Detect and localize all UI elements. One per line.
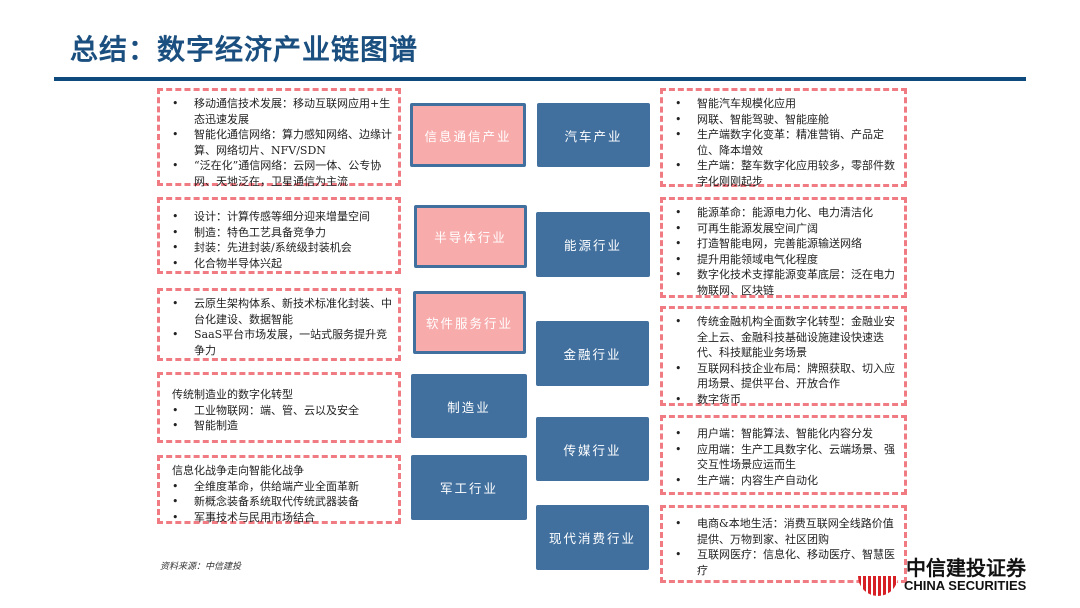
desc-box-finance: 传统金融机构全面数字化转型：金融业安全上云、金融科技基础设施建设快速迭代、科技赋…	[660, 306, 907, 408]
desc-box-consumer: 电商&本地生活：消费互联网全线路价值提供、万物到家、社区团购 互联网医疗：信息化…	[660, 505, 907, 583]
list-item: 全维度革命，供给端产业全面革新	[168, 479, 392, 495]
list-item: 提升用能领域电气化程度	[671, 252, 898, 268]
industry-military: 军工行业	[411, 455, 527, 520]
desc-box-media: 用户端：智能算法、智能化内容分发 应用端：生产工具数字化、云端场景、强交互性场景…	[660, 415, 907, 495]
list-item: 智能制造	[168, 418, 392, 434]
desc-box-automotive: 智能汽车规模化应用 网联、智能驾驶、智能座舱 生产端数字化变革：精准营销、产品定…	[660, 88, 907, 189]
desc-box-military: 信息化战争走向智能化战争 全维度革命，供给端产业全面革新 新概念装备系统取代传统…	[157, 455, 401, 526]
list-item: 数字货币	[671, 392, 898, 408]
list-item: 制造：特色工艺具备竞争力	[168, 225, 392, 241]
industry-semiconductor: 半导体行业	[414, 205, 527, 268]
list-item: 互联网科技企业布局：牌照获取、切入应用场景、提供平台、开放合作	[671, 361, 898, 392]
list-item: 封装：先进封装/系统级封装机会	[168, 240, 392, 256]
list-item: 可再生能源发展空间广阔	[671, 221, 898, 237]
logo-mark-icon	[858, 576, 898, 596]
list-item: 智能化通信网络：算力感知网络、边缘计算、网络切片、NFV/SDN	[168, 127, 392, 158]
list-item: 设计：计算传感等细分迎来增量空间	[168, 209, 392, 225]
industry-energy: 能源行业	[536, 212, 650, 277]
list-item: 移动通信技术发展：移动互联网应用+生态迅速发展	[168, 96, 392, 127]
list-item: 工业物联网：端、管、云以及安全	[168, 403, 392, 419]
list-item: 军事技术与民用市场结合	[168, 510, 392, 526]
box-heading: 信息化战争走向智能化战争	[172, 464, 304, 477]
industry-automotive: 汽车产业	[537, 103, 650, 167]
title-divider	[54, 77, 1026, 81]
industry-software: 软件服务行业	[413, 291, 526, 354]
list-item: 打造智能电网，完善能源输送网络	[671, 236, 898, 252]
list-item: 生产端：整车数字化应用较多，零部件数字化刚刚起步	[671, 158, 898, 189]
desc-box-manufacturing: 传统制造业的数字化转型 工业物联网：端、管、云以及安全 智能制造	[157, 372, 401, 443]
industry-media: 传媒行业	[536, 417, 649, 481]
list-item: 生产端：内容生产自动化	[671, 473, 898, 489]
list-item: 数字化技术支撑能源变革底层：泛在电力物联网、区块链	[671, 267, 898, 298]
desc-box-ict: 移动通信技术发展：移动互联网应用+生态迅速发展 智能化通信网络：算力感知网络、边…	[157, 88, 401, 189]
china-securities-logo: 中信建投证券 CHINA SECURITIES	[858, 552, 1038, 600]
list-item: 互联网医疗：信息化、移动医疗、智慧医疗	[671, 547, 898, 578]
box-heading: 传统制造业的数字化转型	[172, 388, 293, 401]
list-item: 智能汽车规模化应用	[671, 96, 898, 112]
logo-en-text: CHINA SECURITIES	[904, 578, 1027, 593]
list-item: 应用端：生产工具数字化、云端场景、强交互性场景应运而生	[671, 442, 898, 473]
list-item: 能源革命：能源电力化、电力清洁化	[671, 205, 898, 221]
list-item: “泛在化”通信网络：云网一体、公专协网、天地泛在，卫星通信为主流	[168, 158, 392, 189]
page-title: 总结：数字经济产业链图谱	[70, 33, 419, 66]
industry-consumer: 现代消费行业	[536, 505, 649, 570]
list-item: 新概念装备系统取代传统武器装备	[168, 494, 392, 510]
desc-box-software: 云原生架构体系、新技术标准化封装、中台化建设、数据智能 SaaS平台市场发展，一…	[157, 288, 401, 361]
desc-box-semiconductor: 设计：计算传感等细分迎来增量空间 制造：特色工艺具备竞争力 封装：先进封装/系统…	[157, 197, 401, 274]
industry-finance: 金融行业	[536, 321, 649, 386]
list-item: 云原生架构体系、新技术标准化封装、中台化建设、数据智能	[168, 296, 392, 327]
industry-ict: 信息通信产业	[410, 103, 526, 167]
list-item: 电商&本地生活：消费互联网全线路价值提供、万物到家、社区团购	[671, 516, 898, 547]
list-item: SaaS平台市场发展，一站式服务提升竞争力	[168, 327, 392, 358]
list-item: 生产端数字化变革：精准营销、产品定位、降本增效	[671, 127, 898, 158]
source-note: 资料来源：中信建投	[160, 562, 242, 572]
list-item: 传统金融机构全面数字化转型：金融业安全上云、金融科技基础设施建设快速迭代、科技赋…	[671, 314, 898, 361]
logo-cn-text: 中信建投证券	[906, 556, 1026, 580]
list-item: 网联、智能驾驶、智能座舱	[671, 112, 898, 128]
list-item: 化合物半导体兴起	[168, 256, 392, 272]
desc-box-energy: 能源革命：能源电力化、电力清洁化 可再生能源发展空间广阔 打造智能电网，完善能源…	[660, 197, 907, 298]
industry-manufacturing: 制造业	[411, 374, 527, 438]
list-item: 用户端：智能算法、智能化内容分发	[671, 426, 898, 442]
